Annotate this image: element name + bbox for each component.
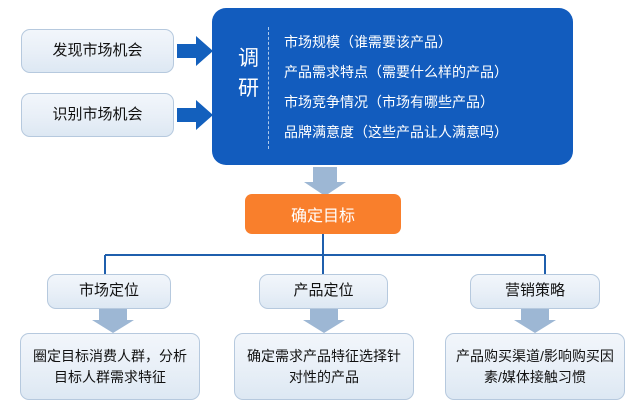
detail-box-marketing-strategy-text: 产品购买渠道/影响购买因素/媒体接触习惯 <box>456 347 614 385</box>
branch-box-marketing-strategy-label: 营销策略 <box>504 282 565 300</box>
branch-box-product-positioning[interactable]: 产品定位 <box>259 274 388 309</box>
branch-box-product-positioning-label: 产品定位 <box>293 282 354 300</box>
input-box-discover-opportunity[interactable]: 发现市场机会 <box>21 29 174 73</box>
branch-connectors <box>104 234 546 274</box>
goal-box-label: 确定目标 <box>290 208 355 225</box>
detail-box-product-positioning-text: 确定需求产品特征选择针对性的产品 <box>247 347 401 385</box>
branch-box-market-positioning-label: 市场定位 <box>78 282 139 300</box>
detail-box-market-positioning-text: 圈定目标消费人群，分析目标人群需求特征 <box>33 347 187 385</box>
input-box-identify-opportunity-label: 识别市场机会 <box>52 105 143 123</box>
research-item: 品牌满意度（这些产品让人满意吗） <box>284 124 508 140</box>
research-title-char-1: 调 <box>238 47 260 70</box>
research-panel-divider <box>268 27 269 149</box>
goal-box[interactable]: 确定目标 <box>245 194 401 234</box>
research-item-list: 市场规模（谁需要该产品） 产品需求特点（需要什么样的产品） 市场竞争情况（市场有… <box>284 27 564 147</box>
branch-box-marketing-strategy[interactable]: 营销策略 <box>470 274 600 309</box>
research-item: 产品需求特点（需要什么样的产品） <box>284 64 508 80</box>
detail-box-product-positioning[interactable]: 确定需求产品特征选择针对性的产品 <box>234 333 414 400</box>
research-item: 市场竞争情况（市场有哪些产品） <box>284 94 494 110</box>
down-arrow-research-to-goal <box>304 167 346 196</box>
detail-box-market-positioning[interactable]: 圈定目标消费人群，分析目标人群需求特征 <box>20 333 200 400</box>
research-panel[interactable]: 调 研 市场规模（谁需要该产品） 产品需求特点（需要什么样的产品） 市场竞争情况… <box>212 8 573 165</box>
research-panel-title: 调 研 <box>228 44 270 105</box>
detail-box-marketing-strategy[interactable]: 产品购买渠道/影响购买因素/媒体接触习惯 <box>445 333 625 400</box>
research-title-char-2: 研 <box>238 77 260 101</box>
input-arrow-group <box>177 36 213 130</box>
research-item: 市场规模（谁需要该产品） <box>284 34 452 50</box>
branch-box-market-positioning[interactable]: 市场定位 <box>47 274 171 309</box>
input-box-identify-opportunity[interactable]: 识别市场机会 <box>21 93 174 137</box>
input-box-discover-opportunity-label: 发现市场机会 <box>52 41 143 59</box>
down-arrow-branch-to-detail-group <box>92 309 556 333</box>
